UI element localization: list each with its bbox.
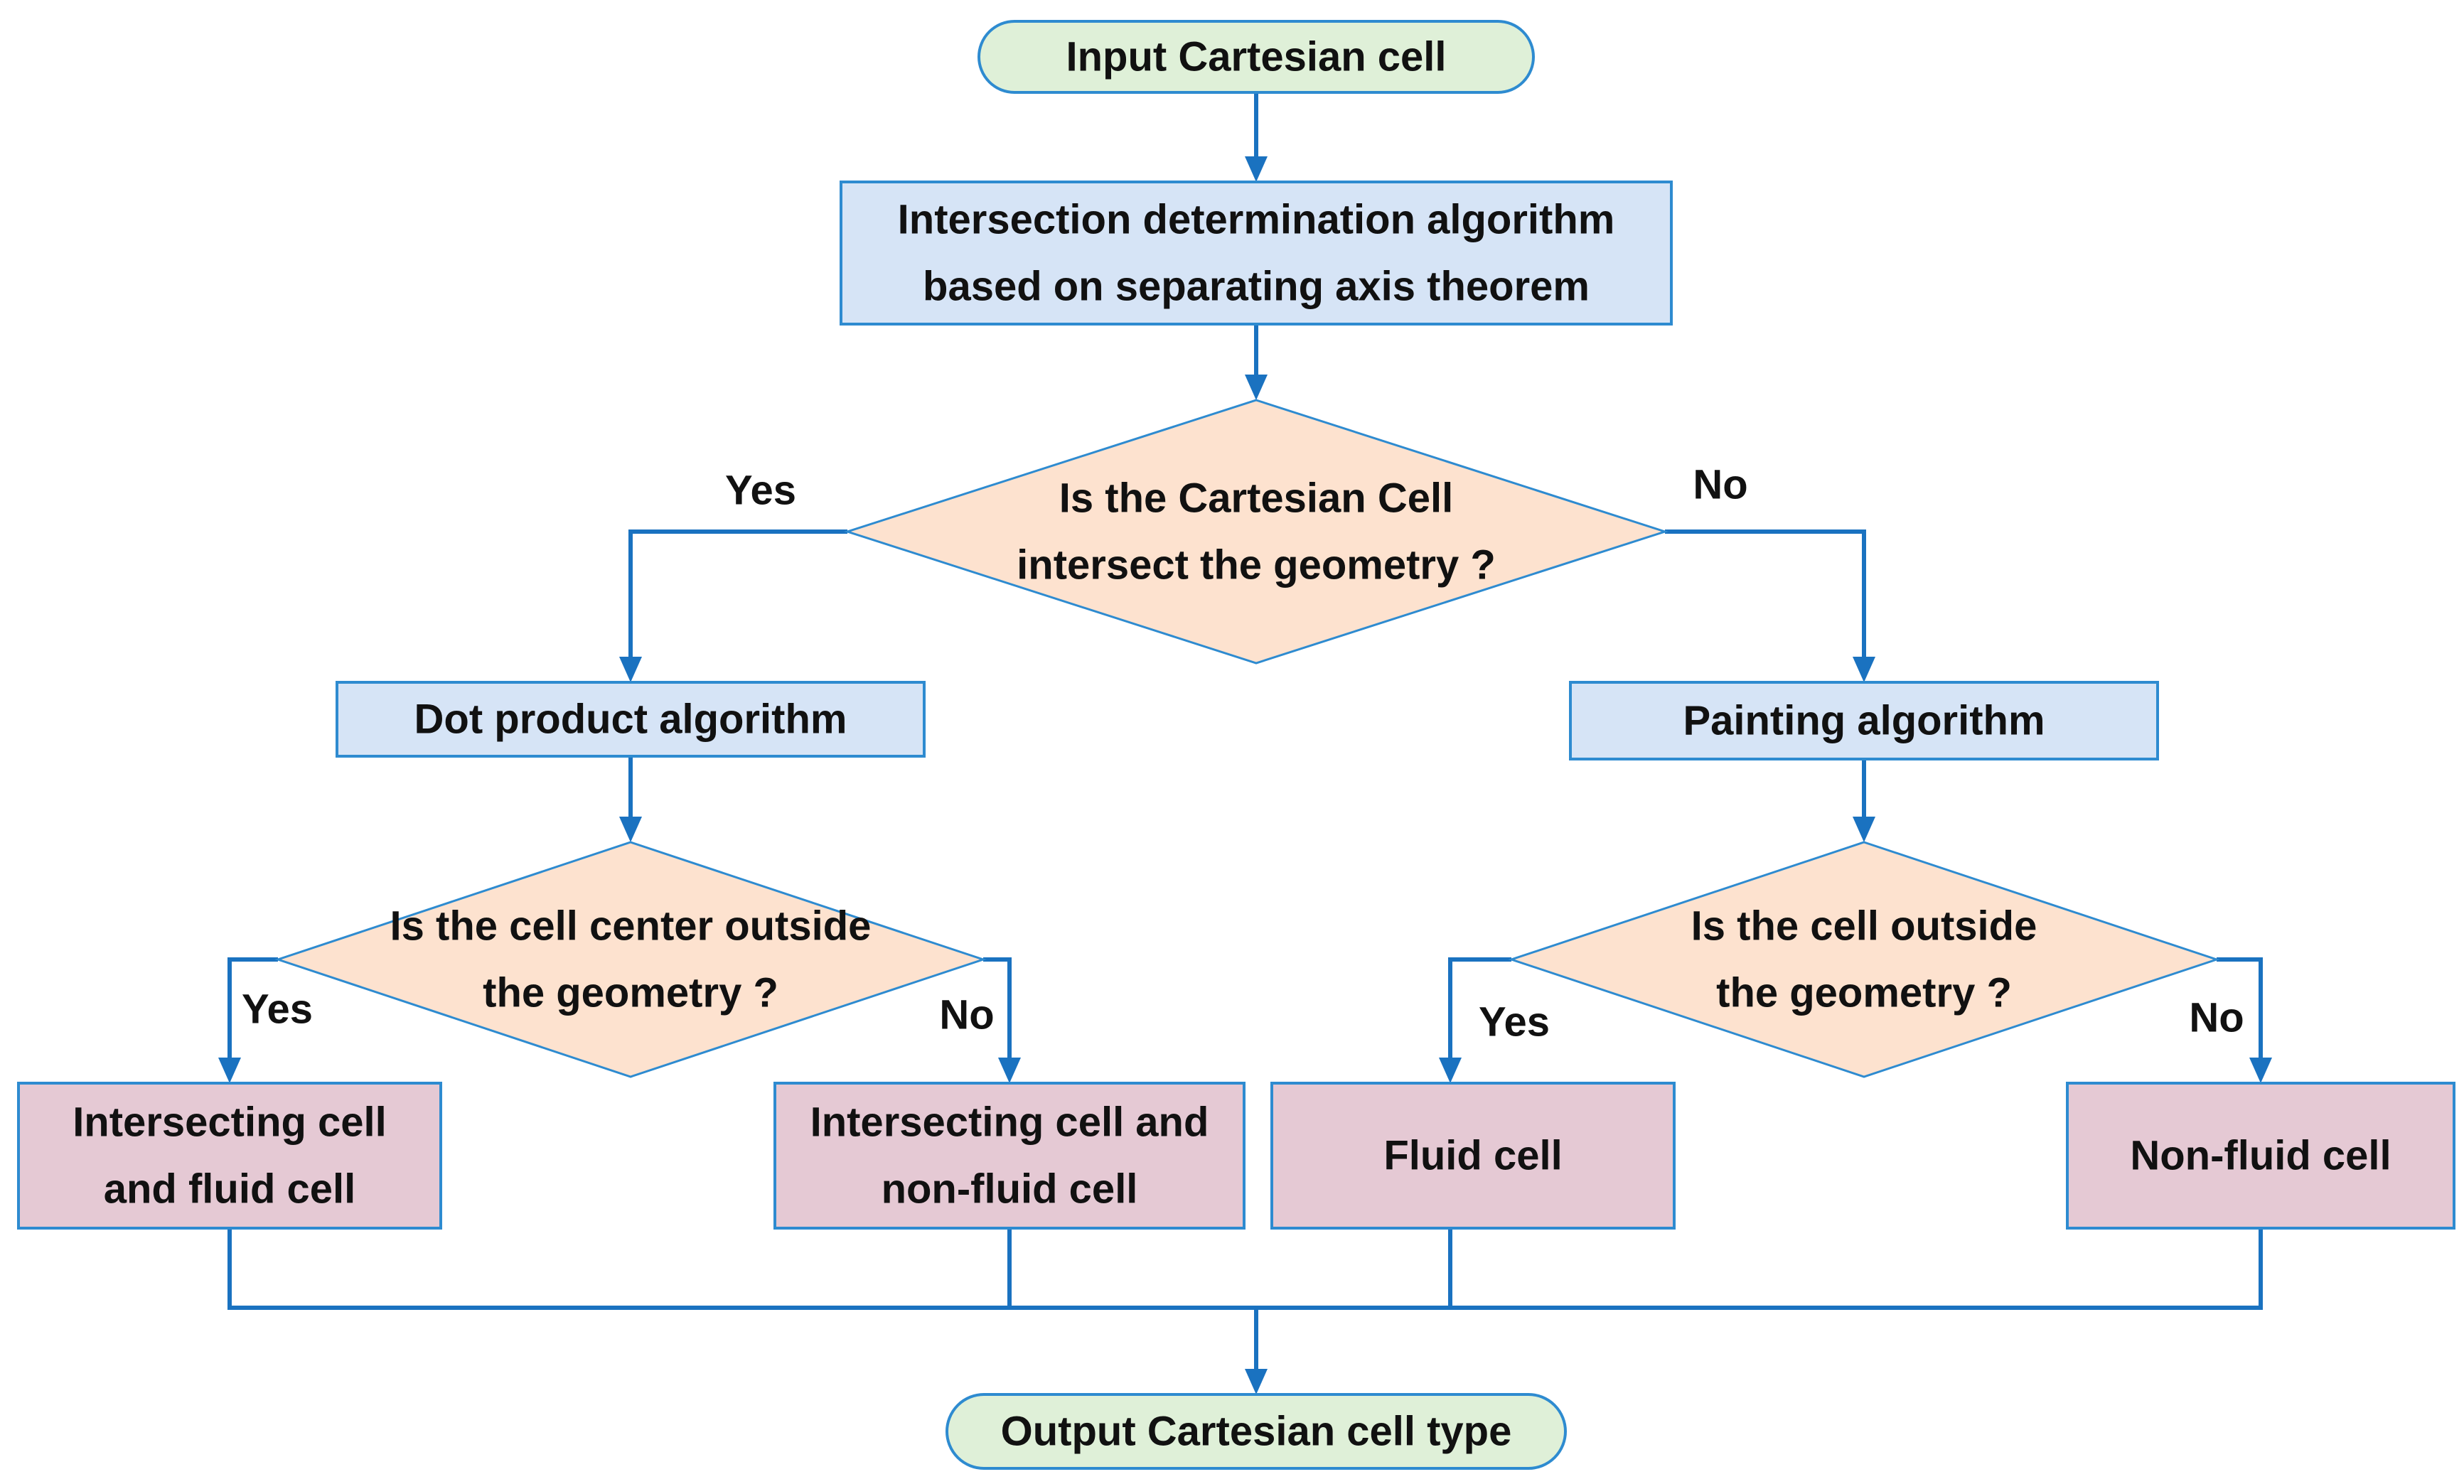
result-shape [2066,1082,2455,1230]
edge-decision-to-painting [1665,529,1866,658]
edge-merge-to-end-arrowhead [1245,1369,1268,1394]
node-label: Input Cartesian cell [1066,34,1446,80]
edge-outside-no-arrowhead [2249,1058,2272,1083]
node-label: and fluid cell [104,1166,356,1213]
edge-start-to-intersection-arrowhead [1245,156,1268,182]
node-label: Dot product algorithm [414,697,847,743]
node-label: Non-fluid cell [2130,1133,2391,1179]
node-intersection: Intersection determination algorithm base… [840,181,1673,326]
node-decision-center: Is the cell center outside the geometry ? [274,841,987,1078]
edge-decision-to-dot-product [628,529,847,658]
edge-label-yes-outside: Yes [1479,999,1550,1045]
decision-shape [844,399,1668,665]
process-shape [1569,681,2159,760]
result-shape [1270,1082,1676,1230]
node-fluid: Fluid cell [1270,1082,1676,1230]
node-painting: Painting algorithm [1569,681,2159,760]
node-label: Is the Cartesian Cell [1059,475,1453,522]
node-label: Intersection determination algorithm [898,197,1615,243]
edge-painting-to-decision-arrowhead [1853,817,1875,842]
edge-center-no-arrowhead [998,1058,1021,1083]
edge-outside-yes [1448,957,1511,1059]
edge-label-no-center: No [939,992,994,1038]
node-label: Is the cell outside [1691,903,2037,950]
connector-lines [218,92,2272,1394]
edge-label-yes-center: Yes [242,986,313,1033]
terminal-shape [946,1393,1567,1470]
node-nonfluid: Non-fluid cell [2066,1082,2455,1230]
node-decision-intersect: Is the Cartesian Cell intersect the geome… [844,399,1668,665]
node-label: Is the cell center outside [390,903,872,950]
edge-intersection-to-decision-arrowhead [1245,375,1268,400]
decision-shape [1508,841,2220,1078]
edge-dot-product-to-decision-arrowhead [619,817,642,842]
node-label: Fluid cell [1383,1133,1562,1179]
edge-label-no-main: No [1693,462,1747,508]
result-shape [17,1082,442,1230]
edge-decision-to-painting-arrowhead [1853,657,1875,682]
node-label: the geometry ? [1716,970,2012,1016]
process-shape [840,181,1673,326]
node-label: Painting algorithm [1683,698,2045,744]
node-label: non-fluid cell [882,1166,1138,1213]
node-start: Input Cartesian cell [977,20,1535,94]
edge-label-yes-main: Yes [725,468,796,514]
edge-center-yes-arrowhead [218,1058,241,1083]
process-shape [336,681,926,758]
result-shape [773,1082,1246,1230]
node-intersecting-nonfluid: Intersecting cell and non-fluid cell [773,1082,1246,1230]
node-label: Intersecting cell and [810,1099,1209,1146]
node-end: Output Cartesian cell type [946,1393,1567,1470]
edge-outside-yes-arrowhead [1439,1058,1462,1083]
node-label: intersect the geometry ? [1017,542,1496,588]
edge-decision-to-dot-product-arrowhead [619,657,642,682]
node-label: Output Cartesian cell type [1001,1409,1512,1455]
node-label: the geometry ? [483,970,778,1016]
edge-center-no [983,957,1012,1059]
decision-shape [274,841,987,1078]
terminal-shape [977,20,1535,94]
node-dot-product: Dot product algorithm [336,681,926,758]
node-label: Intersecting cell [73,1099,387,1146]
edge-label-no-outside: No [2189,995,2244,1041]
node-intersecting-fluid: Intersecting cell and fluid cell [17,1082,442,1230]
edge-center-yes [227,957,278,1059]
edge-merge-line [227,1228,2263,1310]
node-decision-outside: Is the cell outside the geometry ? [1508,841,2220,1078]
edge-outside-no [2217,957,2263,1059]
node-label: based on separating axis theorem [923,264,1590,310]
